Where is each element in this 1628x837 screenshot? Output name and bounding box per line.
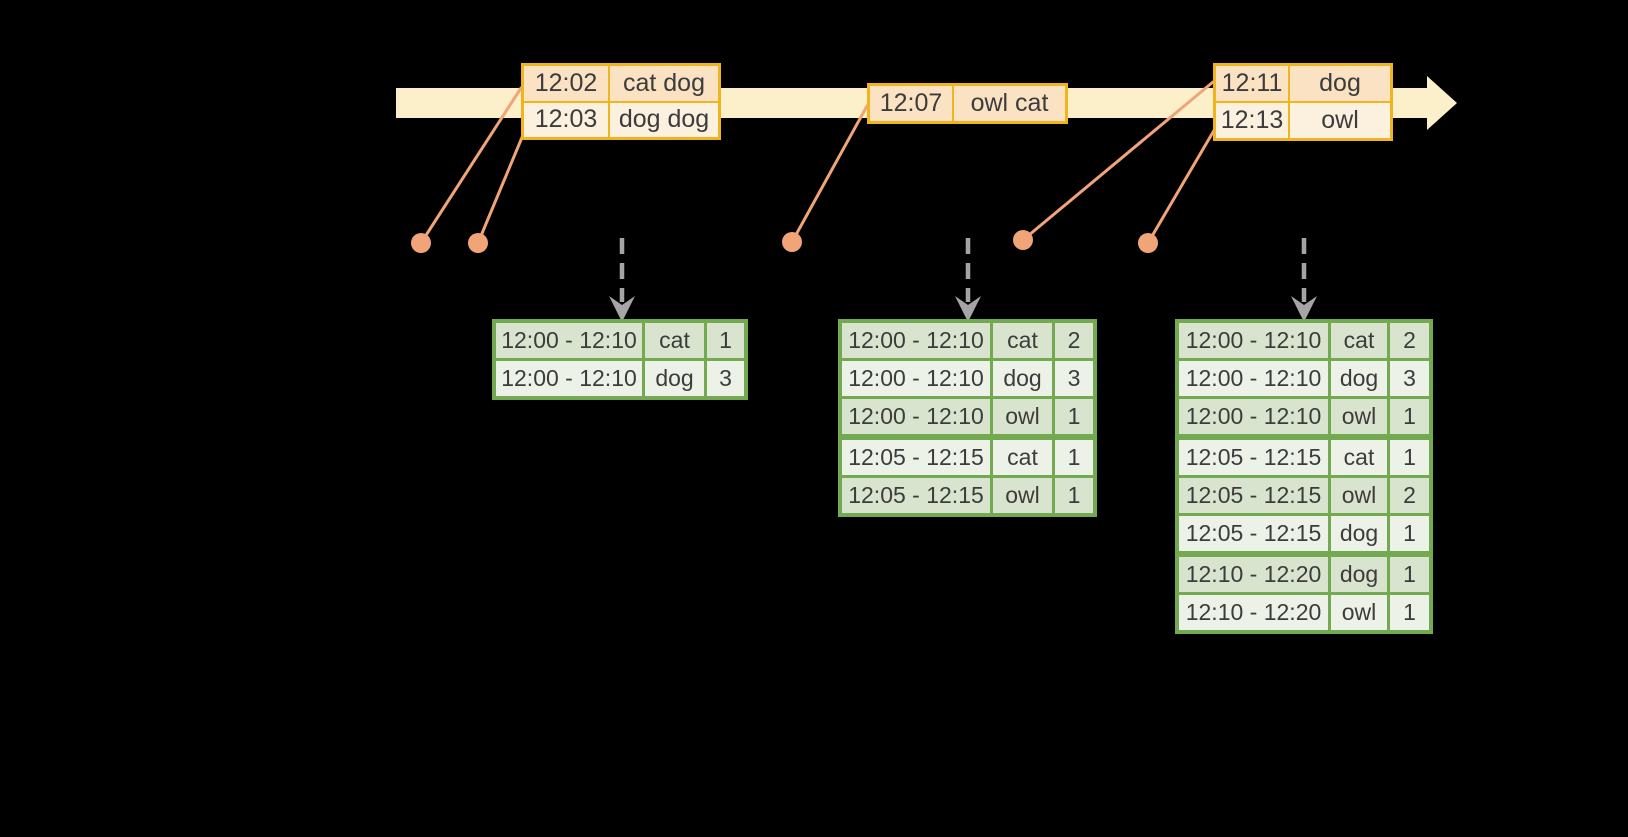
- count-cell: 1: [1390, 399, 1429, 434]
- window-cell: 12:00 - 12:10: [842, 399, 990, 434]
- count-cell: 3: [1055, 361, 1093, 396]
- count-cell: 2: [1390, 323, 1429, 358]
- word-cell: cat: [993, 323, 1052, 358]
- count-cell: 1: [1390, 557, 1429, 592]
- event-dot: [782, 232, 802, 252]
- window-cell: 12:00 - 12:10: [1179, 323, 1328, 358]
- window-cell: 12:10 - 12:20: [1179, 595, 1328, 630]
- event-dots: [411, 230, 1158, 253]
- count-cell: 3: [1390, 361, 1429, 396]
- word-cell: dog: [1331, 361, 1387, 396]
- time-cell: 12:07: [870, 86, 952, 121]
- count-cell: 1: [1390, 516, 1429, 551]
- count-cell: 1: [1055, 478, 1093, 513]
- count-cell: 2: [1390, 478, 1429, 513]
- words-cell: owl cat: [954, 86, 1065, 121]
- window-cell: 12:05 - 12:15: [842, 440, 990, 475]
- time-cell: 12:03: [524, 102, 608, 137]
- word-cell: dog: [1331, 557, 1387, 592]
- window-cell: 12:00 - 12:10: [1179, 361, 1328, 396]
- words-cell: owl: [1290, 103, 1390, 138]
- trigger-arrows: [619, 238, 1307, 302]
- event-connector-line: [1146, 125, 1218, 245]
- window-cell: 12:05 - 12:15: [842, 478, 990, 513]
- count-cell: 3: [707, 361, 744, 396]
- word-cell: cat: [645, 323, 704, 358]
- time-cell: 12:02: [524, 66, 608, 101]
- count-cell: 1: [707, 323, 744, 358]
- event-dot: [1013, 230, 1033, 250]
- word-cell: cat: [1331, 323, 1387, 358]
- word-cell: owl: [993, 399, 1052, 434]
- words-cell: dog dog: [610, 102, 718, 137]
- event-connector-line: [476, 133, 525, 245]
- count-cell: 1: [1055, 399, 1093, 434]
- event-connector-line: [790, 104, 869, 244]
- window-cell: 12:05 - 12:15: [1179, 440, 1328, 475]
- window-cell: 12:00 - 12:10: [842, 323, 990, 358]
- window-cell: 12:00 - 12:10: [1179, 399, 1328, 434]
- word-cell: owl: [1331, 399, 1387, 434]
- count-cell: 1: [1055, 440, 1093, 475]
- window-cell: 12:00 - 12:10: [842, 361, 990, 396]
- window-cell: 12:00 - 12:10: [496, 361, 642, 396]
- time-cell: 12:13: [1216, 103, 1288, 138]
- word-cell: owl: [1331, 595, 1387, 630]
- window-cell: 12:05 - 12:15: [1179, 478, 1328, 513]
- event-dot: [1138, 233, 1158, 253]
- word-cell: owl: [993, 478, 1052, 513]
- window-cell: 12:00 - 12:10: [496, 323, 642, 358]
- count-cell: 1: [1390, 440, 1429, 475]
- word-cell: dog: [993, 361, 1052, 396]
- timeline-arrowhead-icon: [1427, 76, 1457, 130]
- time-cell: 12:11: [1216, 66, 1288, 101]
- word-cell: dog: [645, 361, 704, 396]
- window-cell: 12:05 - 12:15: [1179, 516, 1328, 551]
- word-cell: cat: [993, 440, 1052, 475]
- word-cell: dog: [1331, 516, 1387, 551]
- window-cell: 12:10 - 12:20: [1179, 557, 1328, 592]
- words-cell: cat dog: [610, 66, 718, 101]
- word-cell: cat: [1331, 440, 1387, 475]
- event-dot: [411, 233, 431, 253]
- words-cell: dog: [1290, 66, 1390, 101]
- word-cell: owl: [1331, 478, 1387, 513]
- count-cell: 1: [1390, 595, 1429, 630]
- event-dot: [468, 233, 488, 253]
- count-cell: 2: [1055, 323, 1093, 358]
